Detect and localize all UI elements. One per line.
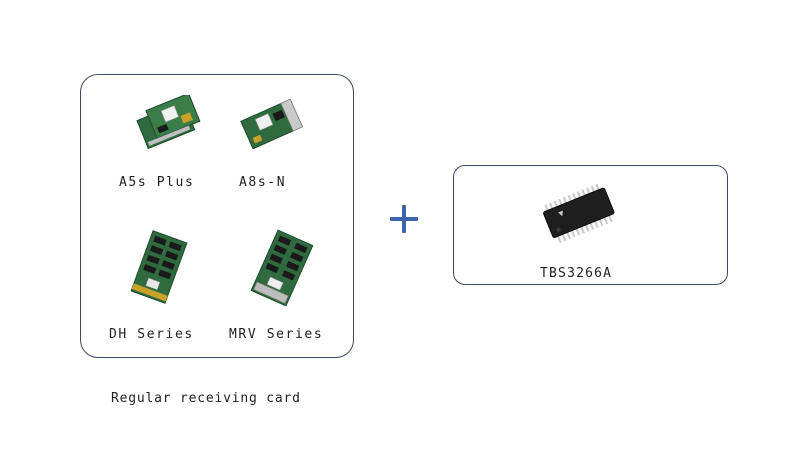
mrv-series-card-icon bbox=[245, 229, 319, 307]
a5s-plus-card-icon bbox=[131, 92, 207, 155]
a8s-n-card-icon bbox=[235, 97, 309, 153]
card-label-mrv-series: MRV Series bbox=[229, 327, 324, 342]
caption-regular-receiving-card: Regular receiving card bbox=[111, 391, 301, 406]
card-label-a5s-plus: A5s Plus bbox=[119, 175, 195, 190]
tbs3266a-chip-icon bbox=[538, 180, 624, 246]
dh-series-card-icon bbox=[123, 229, 195, 305]
chip-label-tbs3266a: TBS3266A bbox=[540, 266, 613, 281]
card-label-a8s-n: A8s-N bbox=[239, 175, 287, 190]
receiving-card-group: A5s Plus A8s-N bbox=[80, 74, 354, 358]
chip-group: TBS3266A bbox=[453, 165, 728, 285]
plus-icon bbox=[388, 203, 420, 235]
card-label-dh-series: DH Series bbox=[109, 327, 194, 342]
